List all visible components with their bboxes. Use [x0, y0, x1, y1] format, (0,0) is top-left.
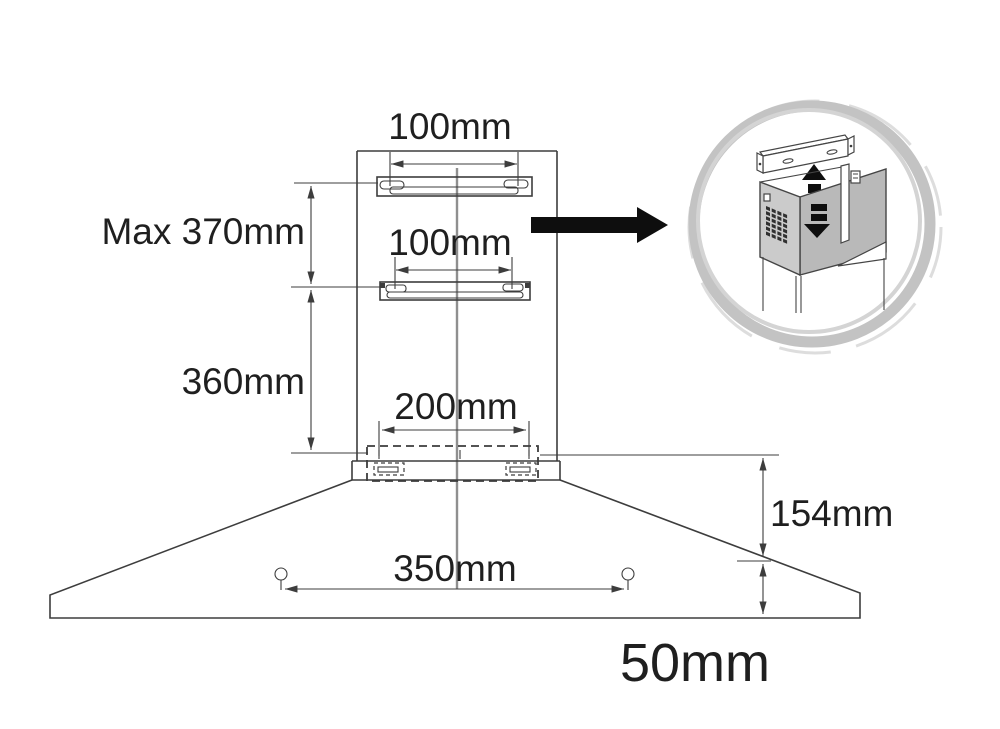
slot-flange [850, 170, 861, 184]
notch-cutout [837, 241, 887, 267]
detail-callout-bubble [687, 99, 943, 355]
dim-mid-bracket-width [394, 257, 513, 289]
callout-right-arrow-icon [531, 207, 668, 243]
keyhole-slot-icon [503, 179, 529, 189]
up-arrow-icon [802, 164, 826, 193]
long-slot-icon [386, 291, 524, 299]
dim-left-heights [291, 182, 381, 454]
keyhole-slot-icon [379, 180, 405, 190]
wall-bracket-icon [756, 134, 855, 174]
dim-label-mid-bracket-width: 100mm [388, 222, 511, 263]
mount-hole-icon [274, 567, 288, 581]
slot-icon [505, 462, 537, 476]
dim-label-lower-section-height: 360mm [182, 361, 305, 402]
long-slot-icon [389, 186, 519, 195]
dim-label-base-hole-spacing: 350mm [393, 548, 516, 589]
dim-base-hole-spacing [274, 567, 635, 593]
upper-wall-bracket [376, 176, 533, 197]
dim-base-bracket-width [378, 421, 530, 456]
dim-upper-bracket-width [389, 152, 519, 186]
base-bracket-hidden [366, 445, 539, 482]
dim-canopy-heights [540, 454, 779, 614]
chimney-duct-outline [356, 150, 558, 589]
mid-wall-bracket [379, 281, 531, 301]
hood-canopy-outline [49, 460, 861, 619]
corner-rail [840, 163, 850, 244]
keyhole-slot-icon [502, 283, 524, 292]
screw-hole [763, 193, 771, 202]
down-arrow-icon [804, 204, 830, 238]
guide-rails [762, 257, 885, 313]
dim-label-canopy-rim-height: 50mm [620, 633, 770, 693]
mount-hole-icon [621, 567, 635, 581]
dim-label-upper-bracket-width: 100mm [388, 106, 511, 147]
slot-icon [373, 462, 405, 476]
dim-label-base-bracket-width: 200mm [394, 386, 517, 427]
chimney-section-sketch [759, 163, 887, 313]
dim-label-upper-section-max-height: Max 370mm [101, 211, 305, 252]
dim-label-canopy-slope-height: 154mm [770, 493, 893, 534]
keyhole-slot-icon [385, 284, 407, 293]
